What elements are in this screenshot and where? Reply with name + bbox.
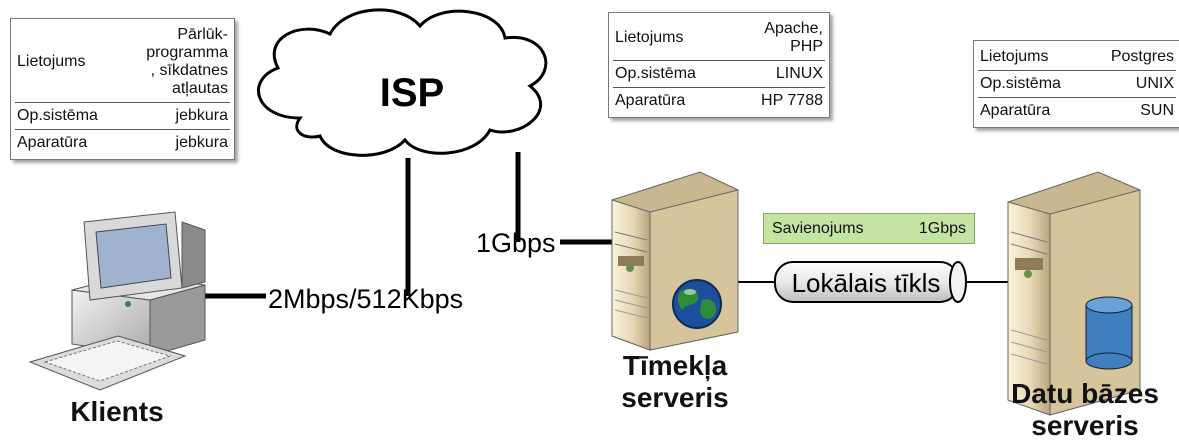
connection-badge: Savienojums 1Gbps [763,213,975,244]
db-spec-value: SUN [1088,97,1176,124]
db-server-title-line1: Datu bāzes [1011,378,1159,409]
client-spec-table: Lietojums Pārlūk- programma , sīkdatnes a… [10,18,235,160]
client-spec-value: jebkura [121,129,230,156]
db-spec-key: Lietojums [980,48,1049,65]
db-spec-row: Lietojums Postgres [978,44,1176,71]
web-spec-row: Lietojums Apache, PHP [613,16,825,61]
web-spec-value: HP 7788 [732,87,825,114]
client-spec-row: Lietojums Pārlūk- programma , sīkdatnes a… [15,22,230,103]
client-spec-key: Op.sistēma [15,102,122,130]
lan-tube [774,261,967,303]
db-spec-value: UNIX [1088,70,1176,98]
web-server-title: Tīmekļa serveris [595,350,755,414]
web-link-speed: 1Gbps [476,228,556,258]
web-spec-key: Aparatūra [613,87,733,114]
db-server-title-line2: serveris [1031,410,1139,441]
client-computer-icon [28,211,206,391]
web-spec-key: Lietojums [615,29,684,46]
db-spec-value: Postgres [1110,48,1174,65]
isp-label: ISP [380,71,444,115]
globe-icon [672,279,722,329]
web-spec-value: Apache, PHP [764,20,823,55]
client-spec-key: Lietojums [17,53,86,70]
connection-key: Savienojums [772,219,864,237]
client-spec-value: jebkura [121,102,230,130]
lan-label: Lokālais tīkls [792,268,941,298]
client-spec-value: Pārlūk- programma , sīkdatnes atļautas [146,26,228,97]
client-link-speed: 2Mbps/512Kbps [268,284,463,314]
web-server-title-line2: serveris [621,382,729,413]
web-server-icon [611,171,739,351]
db-spec-key: Aparatūra [978,97,1089,124]
client-title: Klients [70,396,164,427]
client-spec-key: Aparatūra [15,129,122,156]
database-cylinder-icon [1085,296,1133,370]
connection-lines [205,152,1010,299]
web-server-title-line1: Tīmekļa [622,350,728,381]
web-spec-value: LINUX [732,60,825,88]
isp-cloud [257,8,548,157]
db-server-title: Datu bāzes serveris [1000,378,1170,442]
db-spec-key: Op.sistēma [978,70,1089,98]
connection-value: 1Gbps [918,219,966,237]
web-spec-key: Op.sistēma [613,60,733,88]
